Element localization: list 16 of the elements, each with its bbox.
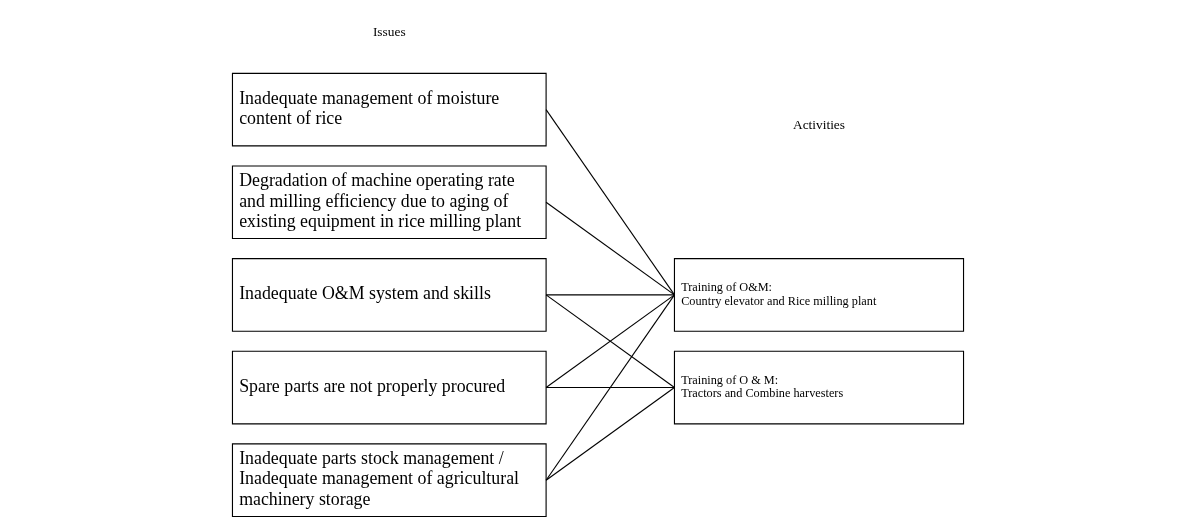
connector [545,387,675,481]
node-box: Inadequate management of moisture content of rice [231,72,547,147]
node-box: Training of O & M: Tractors and Combine harvesters [673,350,965,425]
node-box: Degradation of machine operating rate and milling efficiency due to aging of existing equipment in rice milling plant [231,165,547,240]
connector [545,294,675,481]
node-box: Inadequate parts stock management / Inadequate management of agricultural machinery storage [231,443,547,518]
label: Issues [372,24,406,40]
connector [545,201,675,296]
connector [545,294,675,296]
node-box: Training of O&M: Country elevator and Rice milling plant [673,258,965,332]
node-box: Spare parts are not properly procured [231,350,547,425]
connector [545,294,675,389]
node-box: Inadequate O&M system and skills [231,258,547,332]
connector [545,109,675,296]
connector [545,387,675,389]
label: Activities [792,116,845,132]
